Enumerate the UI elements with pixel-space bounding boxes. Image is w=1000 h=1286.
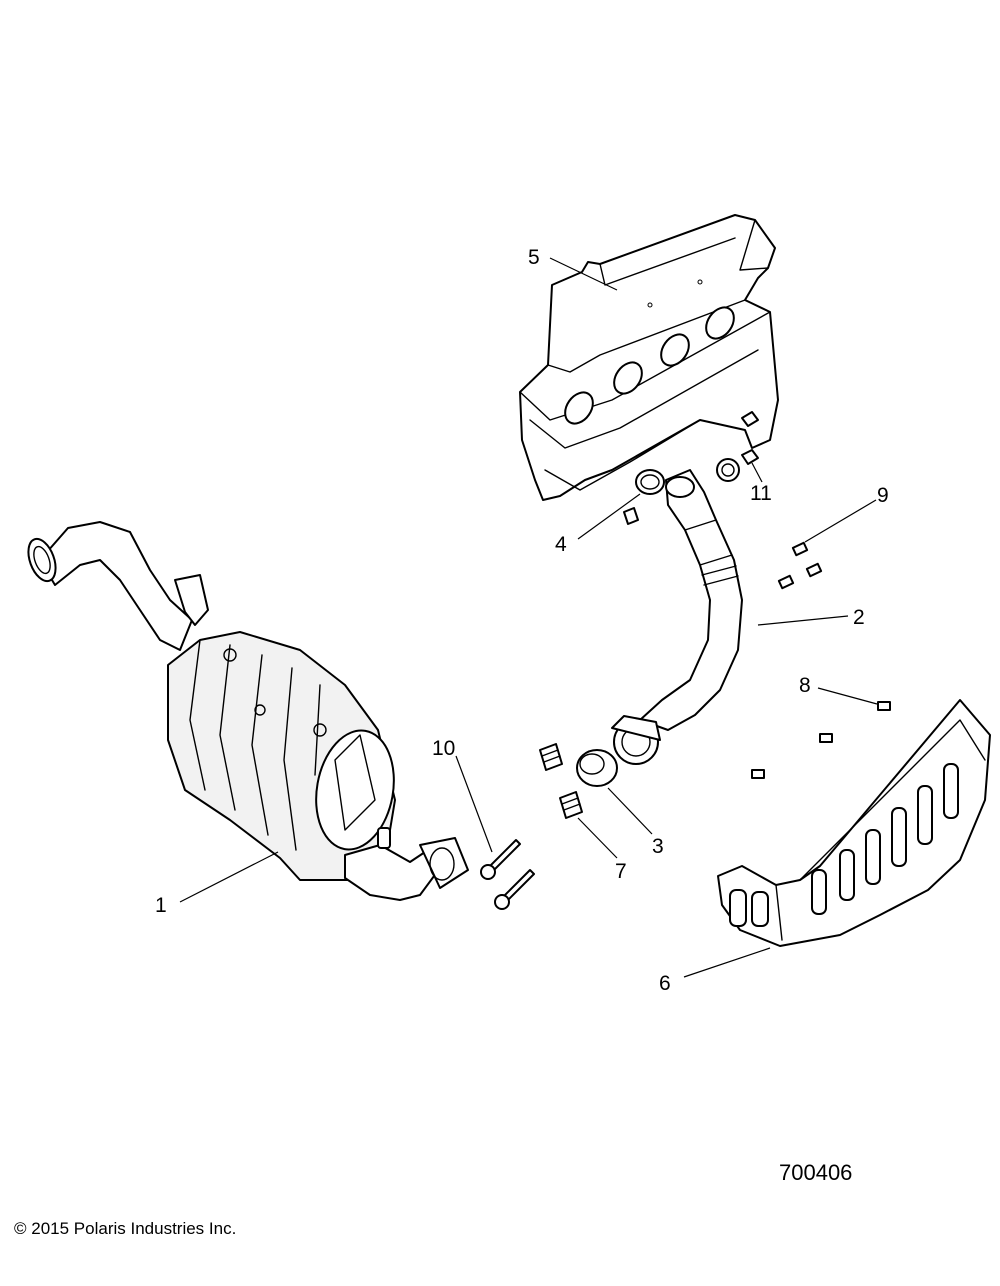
leader-6 <box>683 947 771 978</box>
leader-lines <box>179 257 878 978</box>
callout-11: 11 <box>750 482 772 505</box>
leader-1 <box>179 851 279 903</box>
figure-number: 700406 <box>779 1160 853 1185</box>
copyright-notice: © 2015 Polaris Industries Inc. <box>14 1219 237 1238</box>
part-9-bolts <box>777 541 823 590</box>
leader-9 <box>804 499 877 543</box>
callout-6: 6 <box>659 972 671 995</box>
leader-3 <box>607 787 653 835</box>
leader-8 <box>817 687 878 705</box>
leader-4 <box>577 493 641 540</box>
callouts: 1 2 3 4 5 6 7 8 9 10 11 <box>155 246 889 995</box>
part-11-push-rivets <box>716 411 759 482</box>
part-10-bolts <box>480 839 535 910</box>
callout-7: 7 <box>615 860 627 883</box>
part-3-grommet <box>576 749 618 787</box>
part-5-upper-heat-shield <box>519 214 779 501</box>
part-2-head-pipe <box>611 469 743 765</box>
callout-4: 4 <box>555 533 567 556</box>
leader-10 <box>455 755 493 853</box>
part-8-bolts <box>751 701 891 779</box>
part-4-gasket <box>623 469 665 525</box>
callout-1: 1 <box>155 894 167 917</box>
leader-11 <box>751 462 763 483</box>
callout-3: 3 <box>652 835 664 858</box>
callout-5: 5 <box>528 246 540 269</box>
leader-2 <box>757 615 849 626</box>
leader-7 <box>577 817 618 859</box>
callout-2: 2 <box>853 606 865 629</box>
part-7-springs <box>539 743 583 819</box>
part-1-muffler-assembly <box>27 521 469 901</box>
leader-5 <box>549 257 618 291</box>
part-6-lower-heat-shield <box>717 699 991 947</box>
callout-9: 9 <box>877 484 889 507</box>
callout-10: 10 <box>432 737 455 760</box>
callout-8: 8 <box>799 674 811 697</box>
